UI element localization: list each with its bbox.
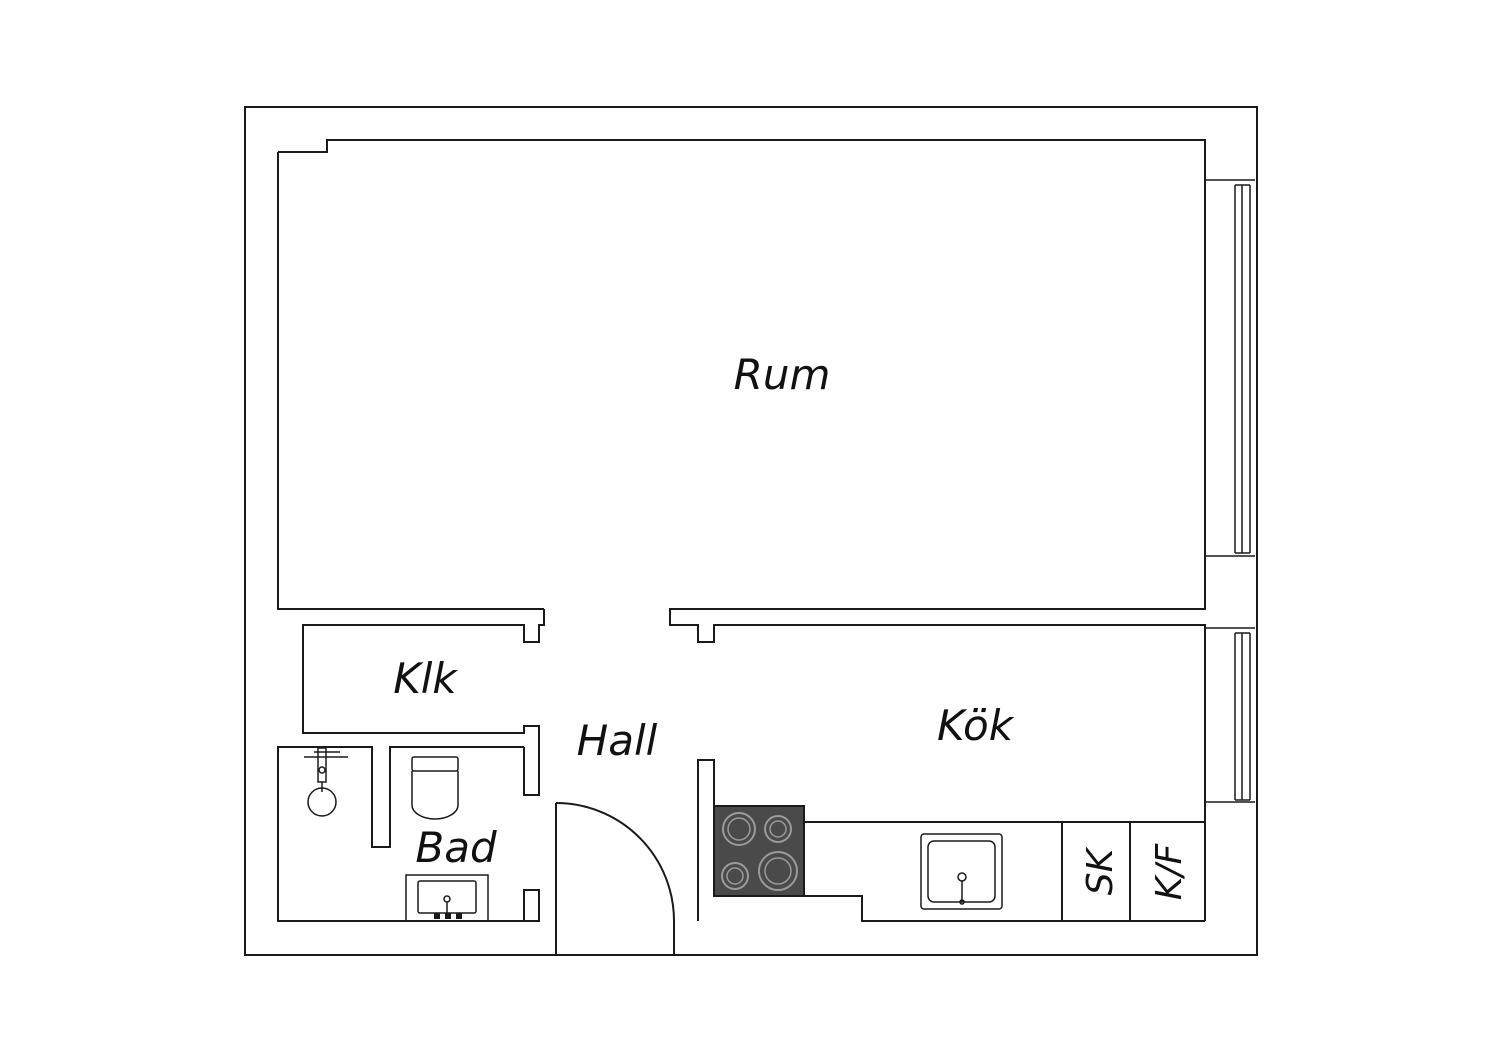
- room-label-hall: Hall: [577, 716, 658, 765]
- kitchen-counter: [804, 821, 1205, 921]
- window-icon: [1205, 627, 1255, 803]
- room-rum-walls: [277, 139, 1206, 921]
- sink-icon: [920, 833, 1003, 910]
- washbasin-icon: [405, 874, 489, 922]
- shower-icon: [304, 747, 348, 817]
- window-icon: [1205, 179, 1255, 557]
- room-klk-walls: [302, 609, 545, 796]
- toilet-icon: [411, 756, 459, 820]
- fixture-label-kf: K/F: [1149, 842, 1190, 900]
- room-label-bad: Bad: [415, 823, 497, 872]
- room-label-klk: Klk: [393, 654, 458, 703]
- stove-icon: [713, 805, 805, 897]
- door-swing-icon: [555, 802, 675, 922]
- outer-wall: [244, 106, 1258, 956]
- fixture-label-sk: SK: [1080, 846, 1121, 895]
- room-label-kok: Kök: [937, 701, 1015, 750]
- room-bad-walls: [277, 746, 540, 922]
- room-label-rum: Rum: [734, 350, 831, 399]
